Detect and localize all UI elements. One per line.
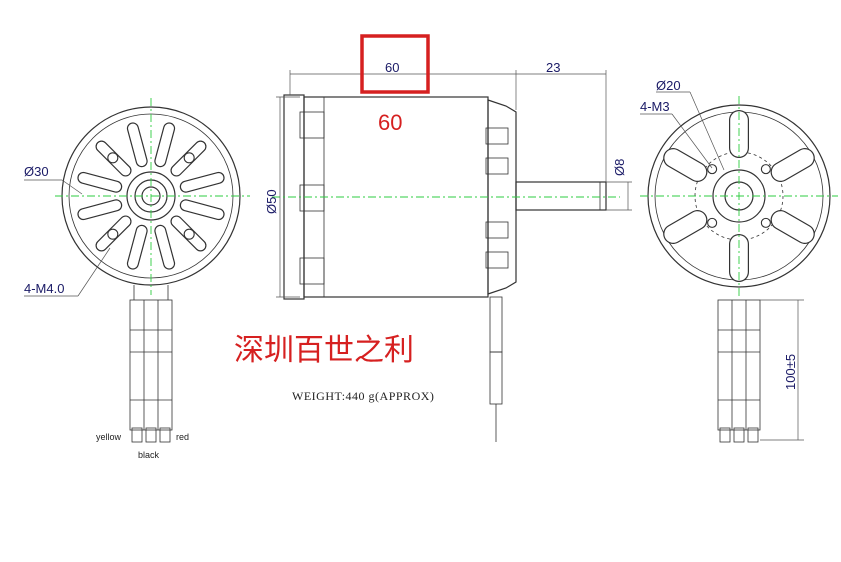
vent-slot-inner [664,211,707,243]
mount-hole [183,152,195,164]
mount-hole [760,164,771,175]
vent-slot-inner [171,216,206,251]
vent-slot-inner [771,211,814,243]
highlighted-length-annotation: 60 [378,110,402,135]
vent-slot-inner [771,149,814,181]
length-dimension-label: 60 [385,60,399,75]
vent-slot-inner [180,200,224,219]
wire-label-black: black [138,450,160,460]
vent-slot-inner [155,225,174,269]
vent-slot-inner [96,216,131,251]
side-view [272,34,632,442]
body-diameter-label: Ø50 [264,189,279,214]
right-rear-view [640,91,838,443]
mount-hole [707,217,718,228]
left-front-view [24,98,250,443]
mount-hole [707,164,718,175]
vent-slot-inner [664,149,707,181]
mount-hole [107,152,119,164]
weight-label: WEIGHT:440 g(APPROX) [292,389,434,403]
shaft-length-label: 23 [546,60,560,75]
diameter-30-label: Ø30 [24,164,49,179]
vent-slot-inner [78,173,122,192]
vent-slot-inner [171,141,206,176]
wire-label-yellow: yellow [96,432,122,442]
vent-slot-inner [180,173,224,192]
shaft-diameter-label: Ø8 [612,159,627,176]
vent-slot-inner [155,123,174,167]
mount-hole [107,228,119,240]
vent-slot-inner [96,141,131,176]
mount-holes-m3-label: 4-M3 [640,99,670,114]
vent-slot-inner [128,123,147,167]
watermark-text: 深圳百世之利 [234,334,414,367]
mount-hole [183,228,195,240]
mount-holes-m4-label: 4-M4.0 [24,281,64,296]
mount-hole [760,217,771,228]
vent-slot-inner [78,200,122,219]
vent-slot-inner [128,225,147,269]
diameter-20-label: Ø20 [656,78,681,93]
wire-label-red: red [176,432,189,442]
wire-length-label: 100±5 [783,354,798,390]
